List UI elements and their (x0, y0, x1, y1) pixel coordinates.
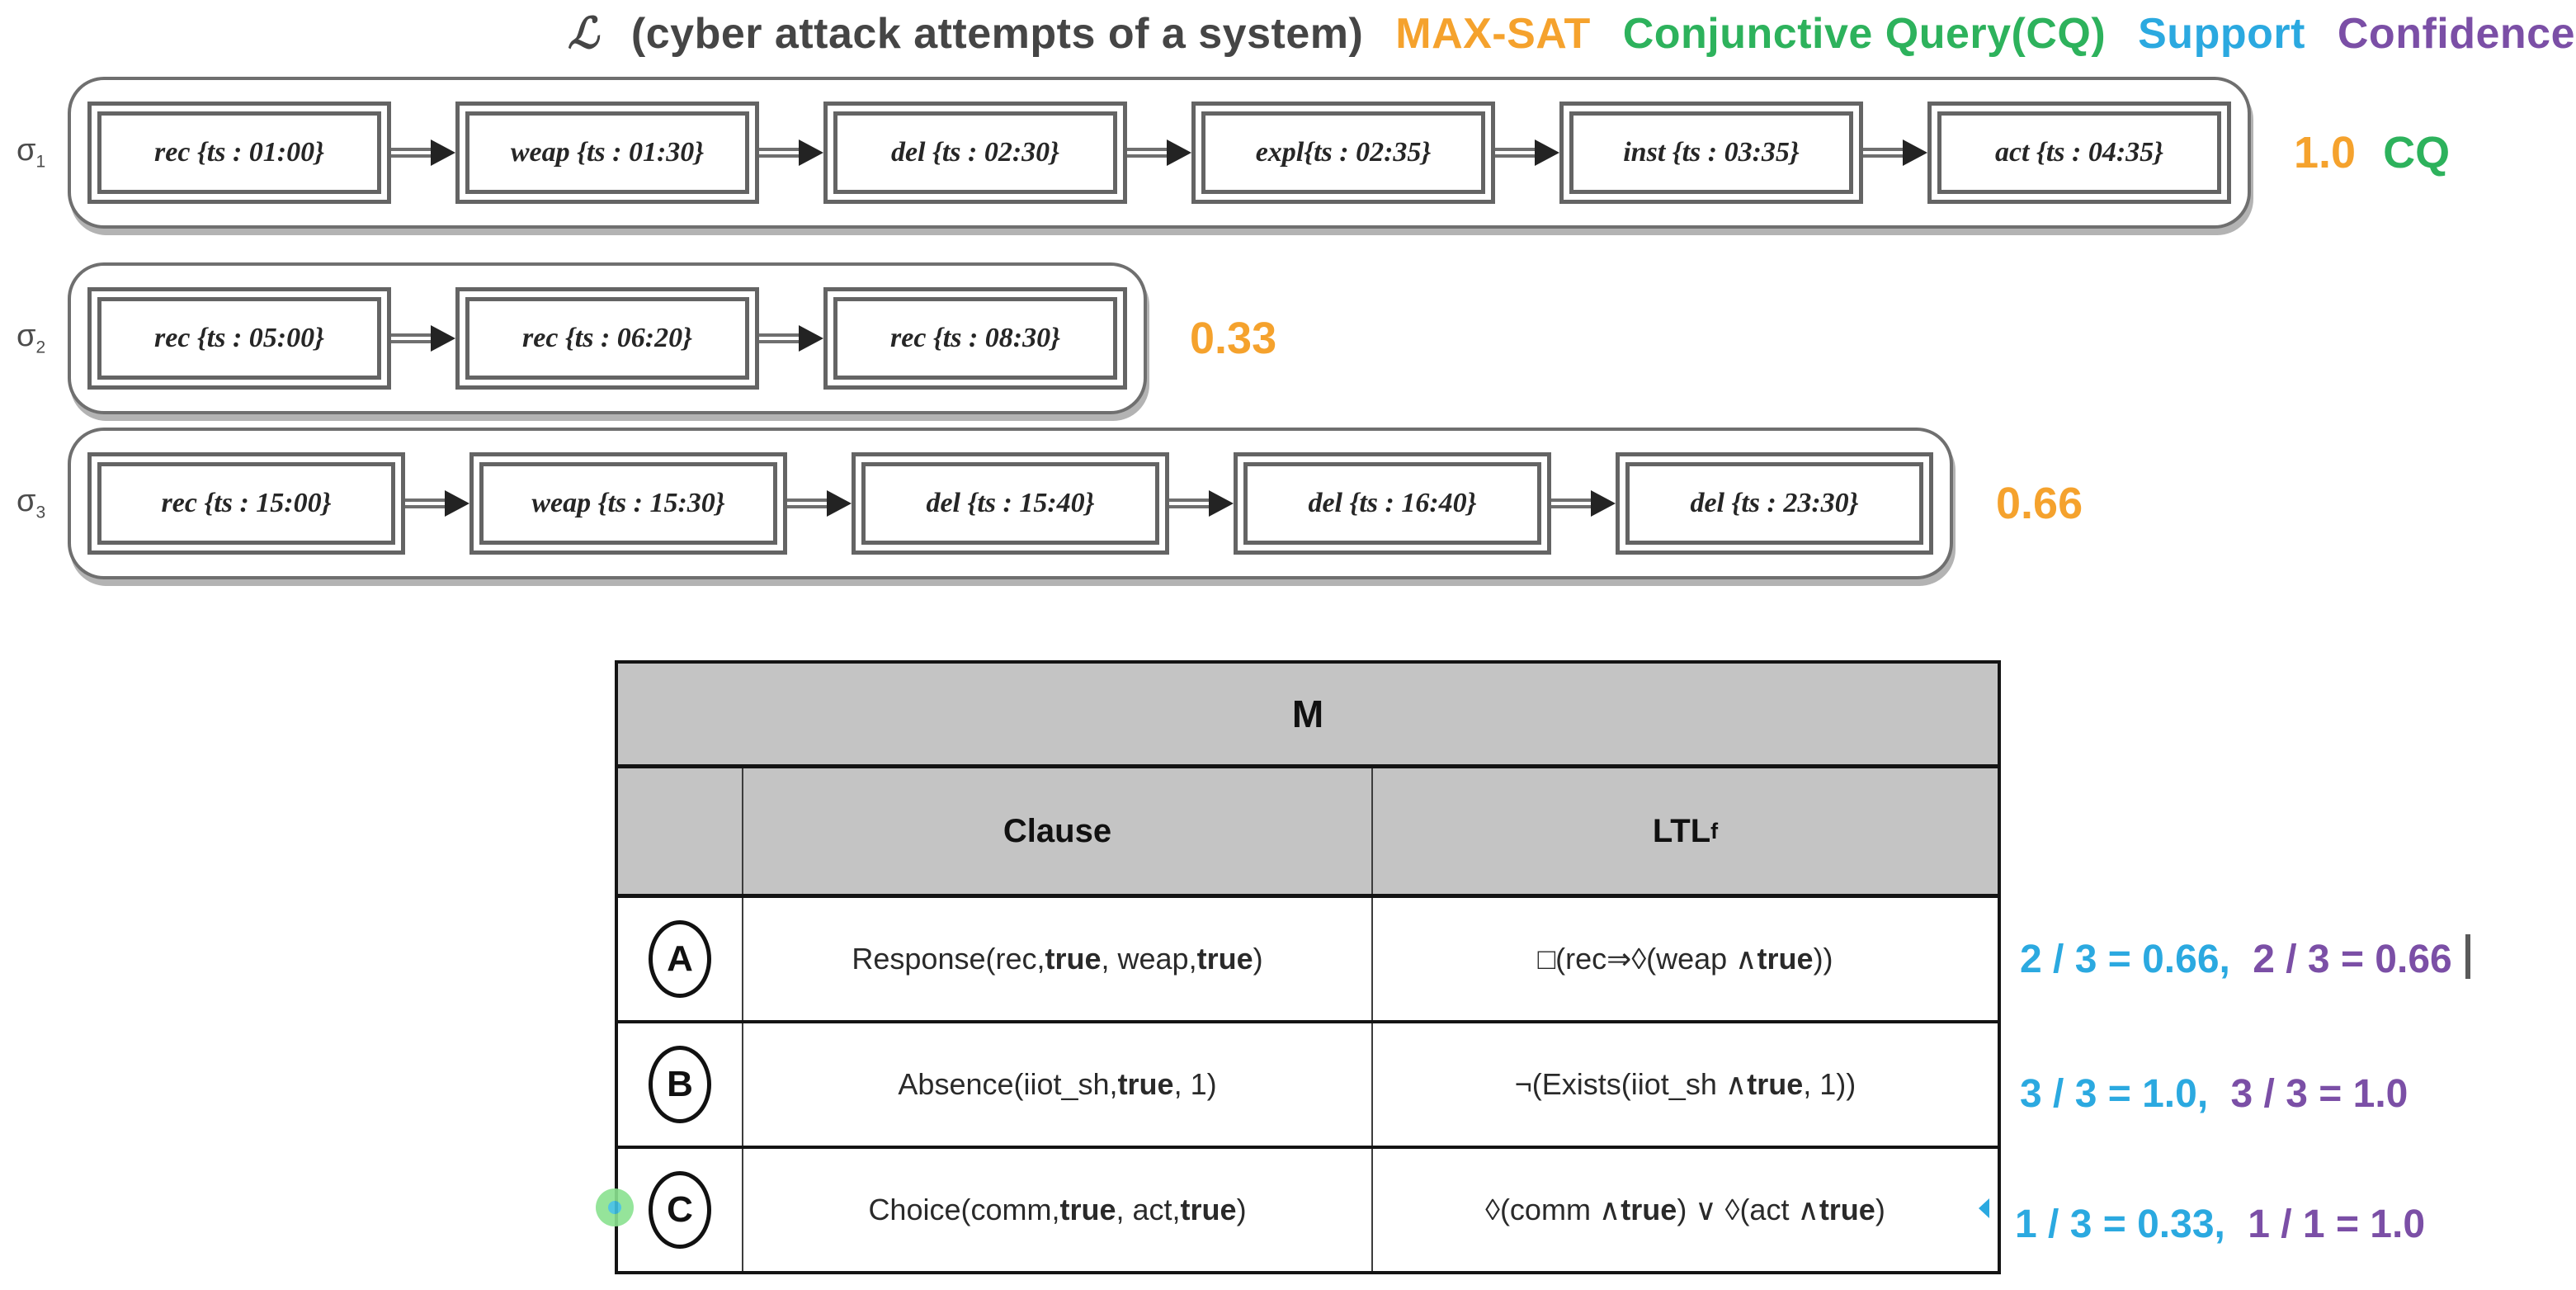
flow-arrow-icon (759, 139, 823, 166)
event-label: inst {ts : 03:35} (1569, 111, 1853, 194)
event-box: del {ts : 23:30} (1616, 452, 1933, 555)
flow-arrow-icon (405, 490, 469, 517)
sequence-annotation: 0.66 (1996, 478, 2083, 529)
event-box: rec {ts : 08:30} (823, 287, 1127, 390)
sequence-annotation: 0.33 (1190, 313, 1276, 364)
sequence-row-3: σ3 rec {ts : 15:00} weap {ts : 15:30} del … (17, 428, 2083, 579)
event-box: del {ts : 16:40} (1234, 452, 1551, 555)
row-c-metrics: 1 / 3 = 0.33, 1 / 1 = 1.0 (2015, 1202, 2425, 1247)
event-label: weap {ts : 01:30} (465, 111, 749, 194)
flow-arrow-icon (787, 490, 852, 517)
selection-handle-center (608, 1201, 621, 1214)
table-title: M (618, 664, 1998, 768)
flow-arrow-icon (1551, 490, 1616, 517)
support-label: Support (2138, 10, 2305, 58)
flow-arrow-icon (1127, 139, 1191, 166)
confidence-label: Confidence (2337, 10, 2576, 58)
clause-id-cell: A (618, 898, 743, 1020)
maxsat-label: MAX-SAT (1395, 10, 1591, 58)
log-description: (cyber attack attempts of a system) (630, 10, 1364, 58)
sequence-label: σ3 (17, 484, 46, 522)
selection-handle-icon (596, 1188, 634, 1226)
table-row: A Response(rec, true, weap, true) □(rec⇒◊(… (618, 898, 1998, 1023)
sequence-label: σ1 (17, 133, 46, 172)
ltl-cell: ◊(comm ∧ true) ∨ ◊(act ∧ true) (1485, 1193, 1885, 1226)
clause-id-badge: A (649, 920, 711, 998)
table-row: C Choice(comm, true, act, true) ◊(comm ∧ t… (618, 1149, 1998, 1271)
clause-id-cell: B (618, 1023, 743, 1146)
sequence-trace: rec {ts : 01:00} weap {ts : 01:30} del {ts… (68, 77, 2251, 229)
event-label: act {ts : 04:35} (1937, 111, 2221, 194)
clause-id-cell: C (618, 1149, 743, 1271)
row-b-metrics: 3 / 3 = 1.0, 3 / 3 = 1.0 (2020, 1071, 2408, 1117)
event-box: inst {ts : 03:35} (1559, 102, 1863, 204)
flow-arrow-icon (1169, 490, 1234, 517)
event-box: act {ts : 04:35} (1927, 102, 2231, 204)
event-box: del {ts : 15:40} (852, 452, 1169, 555)
clause-cell: Response(rec, true, weap, true) (743, 898, 1373, 1020)
clause-cell: Choice(comm, true, act, true) (743, 1149, 1373, 1271)
support-value: 1.0 (2294, 128, 2357, 177)
event-label: expl{ts : 02:35} (1201, 111, 1485, 194)
support-calc: 3 / 3 = 1.0, (2020, 1072, 2209, 1116)
log-symbol: ℒ (568, 8, 599, 59)
event-box: rec {ts : 05:00} (87, 287, 391, 390)
event-label: weap {ts : 15:30} (479, 462, 777, 545)
event-label: del {ts : 16:40} (1243, 462, 1541, 545)
support-calc: 2 / 3 = 0.66, (2020, 938, 2230, 981)
ltl-cell: □(rec⇒◊(weap ∧ true)) (1537, 942, 1833, 976)
event-label: rec {ts : 15:00} (97, 462, 395, 545)
clause-id-badge: C (649, 1171, 711, 1249)
flow-arrow-icon (391, 139, 455, 166)
event-label: rec {ts : 06:20} (465, 297, 749, 380)
event-label: rec {ts : 05:00} (97, 297, 381, 380)
flow-arrow-icon (1863, 139, 1927, 166)
table-row: B Absence(iiot_sh, true, 1) ¬(Exists(iiot_… (618, 1023, 1998, 1149)
row-a-metrics: 2 / 3 = 0.66, 2 / 3 = 0.66 (2020, 934, 2471, 982)
event-label: rec {ts : 08:30} (833, 297, 1117, 380)
flow-arrow-icon (1495, 139, 1559, 166)
flow-arrow-icon (759, 325, 823, 352)
event-box: expl{ts : 02:35} (1191, 102, 1495, 204)
confidence-calc: 2 / 3 = 0.66 (2253, 938, 2452, 981)
conjunctive-query-label: Conjunctive Query(CQ) (1622, 10, 2107, 58)
clause-cell: Absence(iiot_sh, true, 1) (743, 1023, 1373, 1146)
event-label: rec {ts : 01:00} (97, 111, 381, 194)
clause-column-header: Clause (743, 768, 1373, 894)
id-column-header (618, 768, 743, 894)
table-body: A Response(rec, true, weap, true) □(rec⇒◊(… (618, 898, 1998, 1271)
text-cursor (2465, 934, 2471, 979)
support-value: 0.66 (1996, 479, 2083, 528)
annotation-pointer-icon (1979, 1198, 1989, 1218)
support-calc: 1 / 3 = 0.33, (2015, 1203, 2225, 1246)
support-value: 0.33 (1190, 314, 1277, 363)
confidence-calc: 1 / 1 = 1.0 (2248, 1203, 2426, 1246)
ltl-cell: ¬(Exists(iiot_sh ∧ true, 1)) (1514, 1067, 1857, 1101)
event-box: weap {ts : 15:30} (469, 452, 787, 555)
cq-tag: CQ (2383, 128, 2451, 177)
sequence-row-1: σ1 rec {ts : 01:00} weap {ts : 01:30} del … (17, 77, 2450, 229)
event-box: rec {ts : 06:20} (455, 287, 759, 390)
event-box: weap {ts : 01:30} (455, 102, 759, 204)
sequence-label: σ2 (17, 319, 46, 357)
event-box: rec {ts : 01:00} (87, 102, 391, 204)
figure-title: ℒ (cyber attack attempts of a system) MA… (568, 8, 2575, 59)
event-label: del {ts : 23:30} (1625, 462, 1923, 545)
flow-arrow-icon (391, 325, 455, 352)
sequence-annotation: 1.0 CQ (2294, 127, 2450, 178)
event-box: rec {ts : 15:00} (87, 452, 405, 555)
event-label: del {ts : 15:40} (861, 462, 1159, 545)
sequence-trace: rec {ts : 15:00} weap {ts : 15:30} del {ts… (68, 428, 1953, 579)
clause-id-badge: B (649, 1046, 711, 1123)
sequence-trace: rec {ts : 05:00} rec {ts : 06:20} rec {ts … (68, 262, 1147, 414)
event-box: del {ts : 02:30} (823, 102, 1127, 204)
event-label: del {ts : 02:30} (833, 111, 1117, 194)
sequence-row-2: σ2 rec {ts : 05:00}rec {ts : 06:20}rec {… (17, 262, 1276, 414)
confidence-calc: 3 / 3 = 1.0 (2230, 1072, 2409, 1116)
